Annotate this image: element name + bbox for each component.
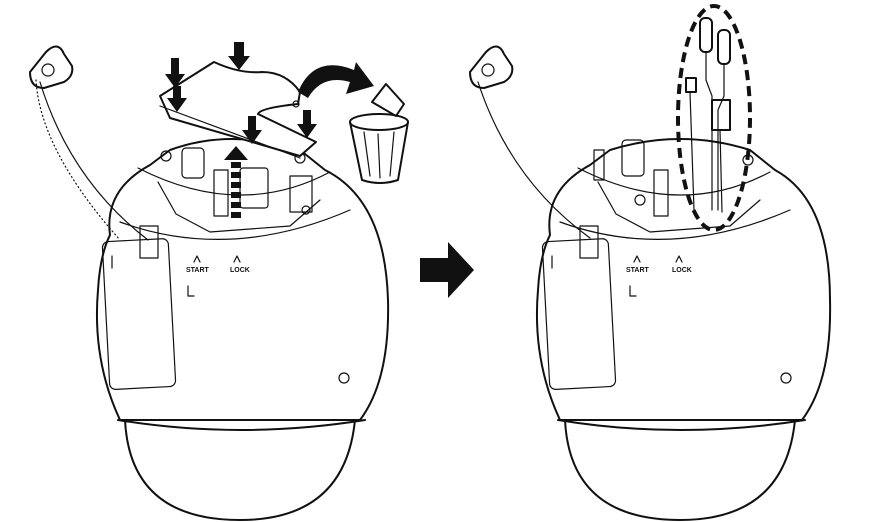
safety-wire-icon — [29, 45, 149, 241]
lock-label: LOCK — [230, 267, 250, 274]
step-2-panel: START LOCK — [469, 4, 832, 521]
dashed-highlight-icon — [676, 4, 752, 232]
lock-label: LOCK — [672, 267, 692, 274]
discard-arrow-icon — [298, 62, 374, 98]
camera-housing — [535, 138, 832, 521]
lift-up-arrow-icon — [224, 146, 248, 218]
step-1-panel: START LOCK — [29, 42, 409, 521]
safety-wire-icon — [469, 45, 591, 239]
internal-mechanism — [139, 147, 321, 259]
trash-bin-icon — [349, 83, 409, 184]
start-label: START — [626, 267, 650, 274]
next-step-arrow-icon — [420, 242, 474, 298]
press-down-arrows-icon — [165, 42, 317, 144]
start-label: START — [186, 267, 210, 274]
rotation-marks: START LOCK — [186, 255, 250, 274]
rotation-marks: START LOCK — [626, 255, 692, 274]
connector-cables-icon — [685, 17, 731, 213]
cover-plate — [159, 61, 317, 159]
internal-mechanism — [579, 139, 761, 259]
camera-housing — [95, 138, 390, 521]
